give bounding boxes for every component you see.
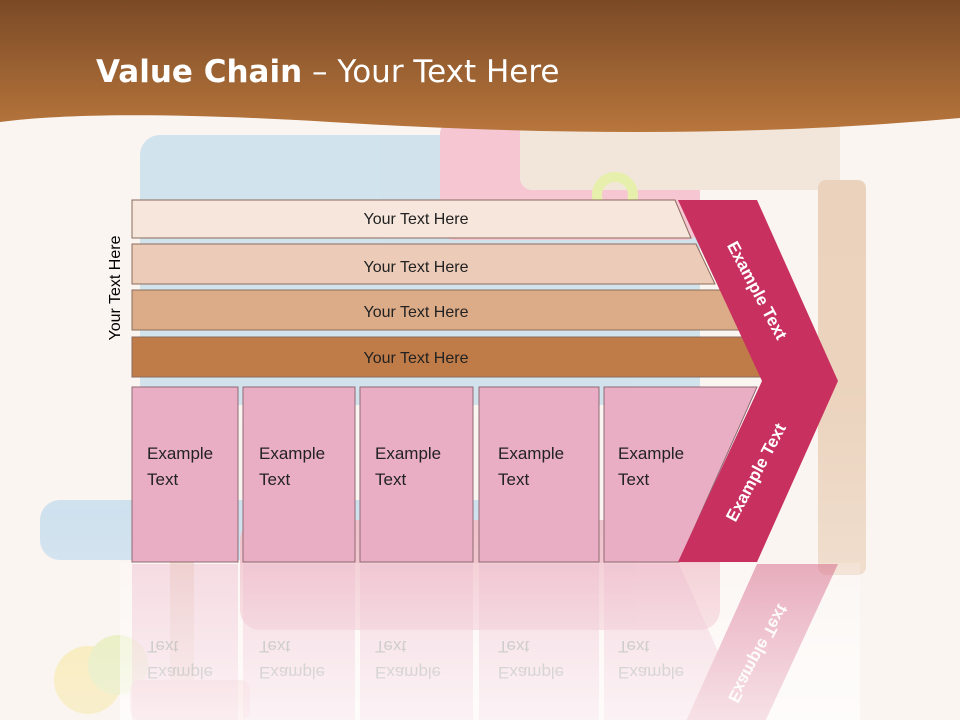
support-bar-2: [131, 243, 716, 285]
side-label: Your Text Here: [107, 235, 124, 341]
slide-title-bold: Value Chain: [96, 54, 303, 90]
slide-title-rest: – Your Text Here: [302, 54, 560, 90]
support-bar-2-label: Your Text Here: [364, 259, 469, 276]
primary-box-2: [242, 386, 356, 563]
header-band: [0, 0, 960, 133]
support-bar-3-label: Your Text Here: [364, 304, 469, 321]
primary-box-1: [131, 386, 239, 563]
margin-chevron: Example Text Example Text: [678, 200, 838, 562]
support-bar-4-label: Your Text Here: [364, 350, 469, 367]
slide-title: Value Chain – Your Text Here: [96, 54, 559, 90]
support-bar-1: [131, 199, 692, 239]
support-bar-1-label: Your Text Here: [364, 211, 469, 228]
support-activities: Your Text Here Your Text Here Your Text …: [131, 199, 764, 378]
primary-box-4: [478, 386, 600, 563]
margin-chevron-shape: [678, 200, 838, 562]
primary-box-3: [359, 386, 474, 563]
